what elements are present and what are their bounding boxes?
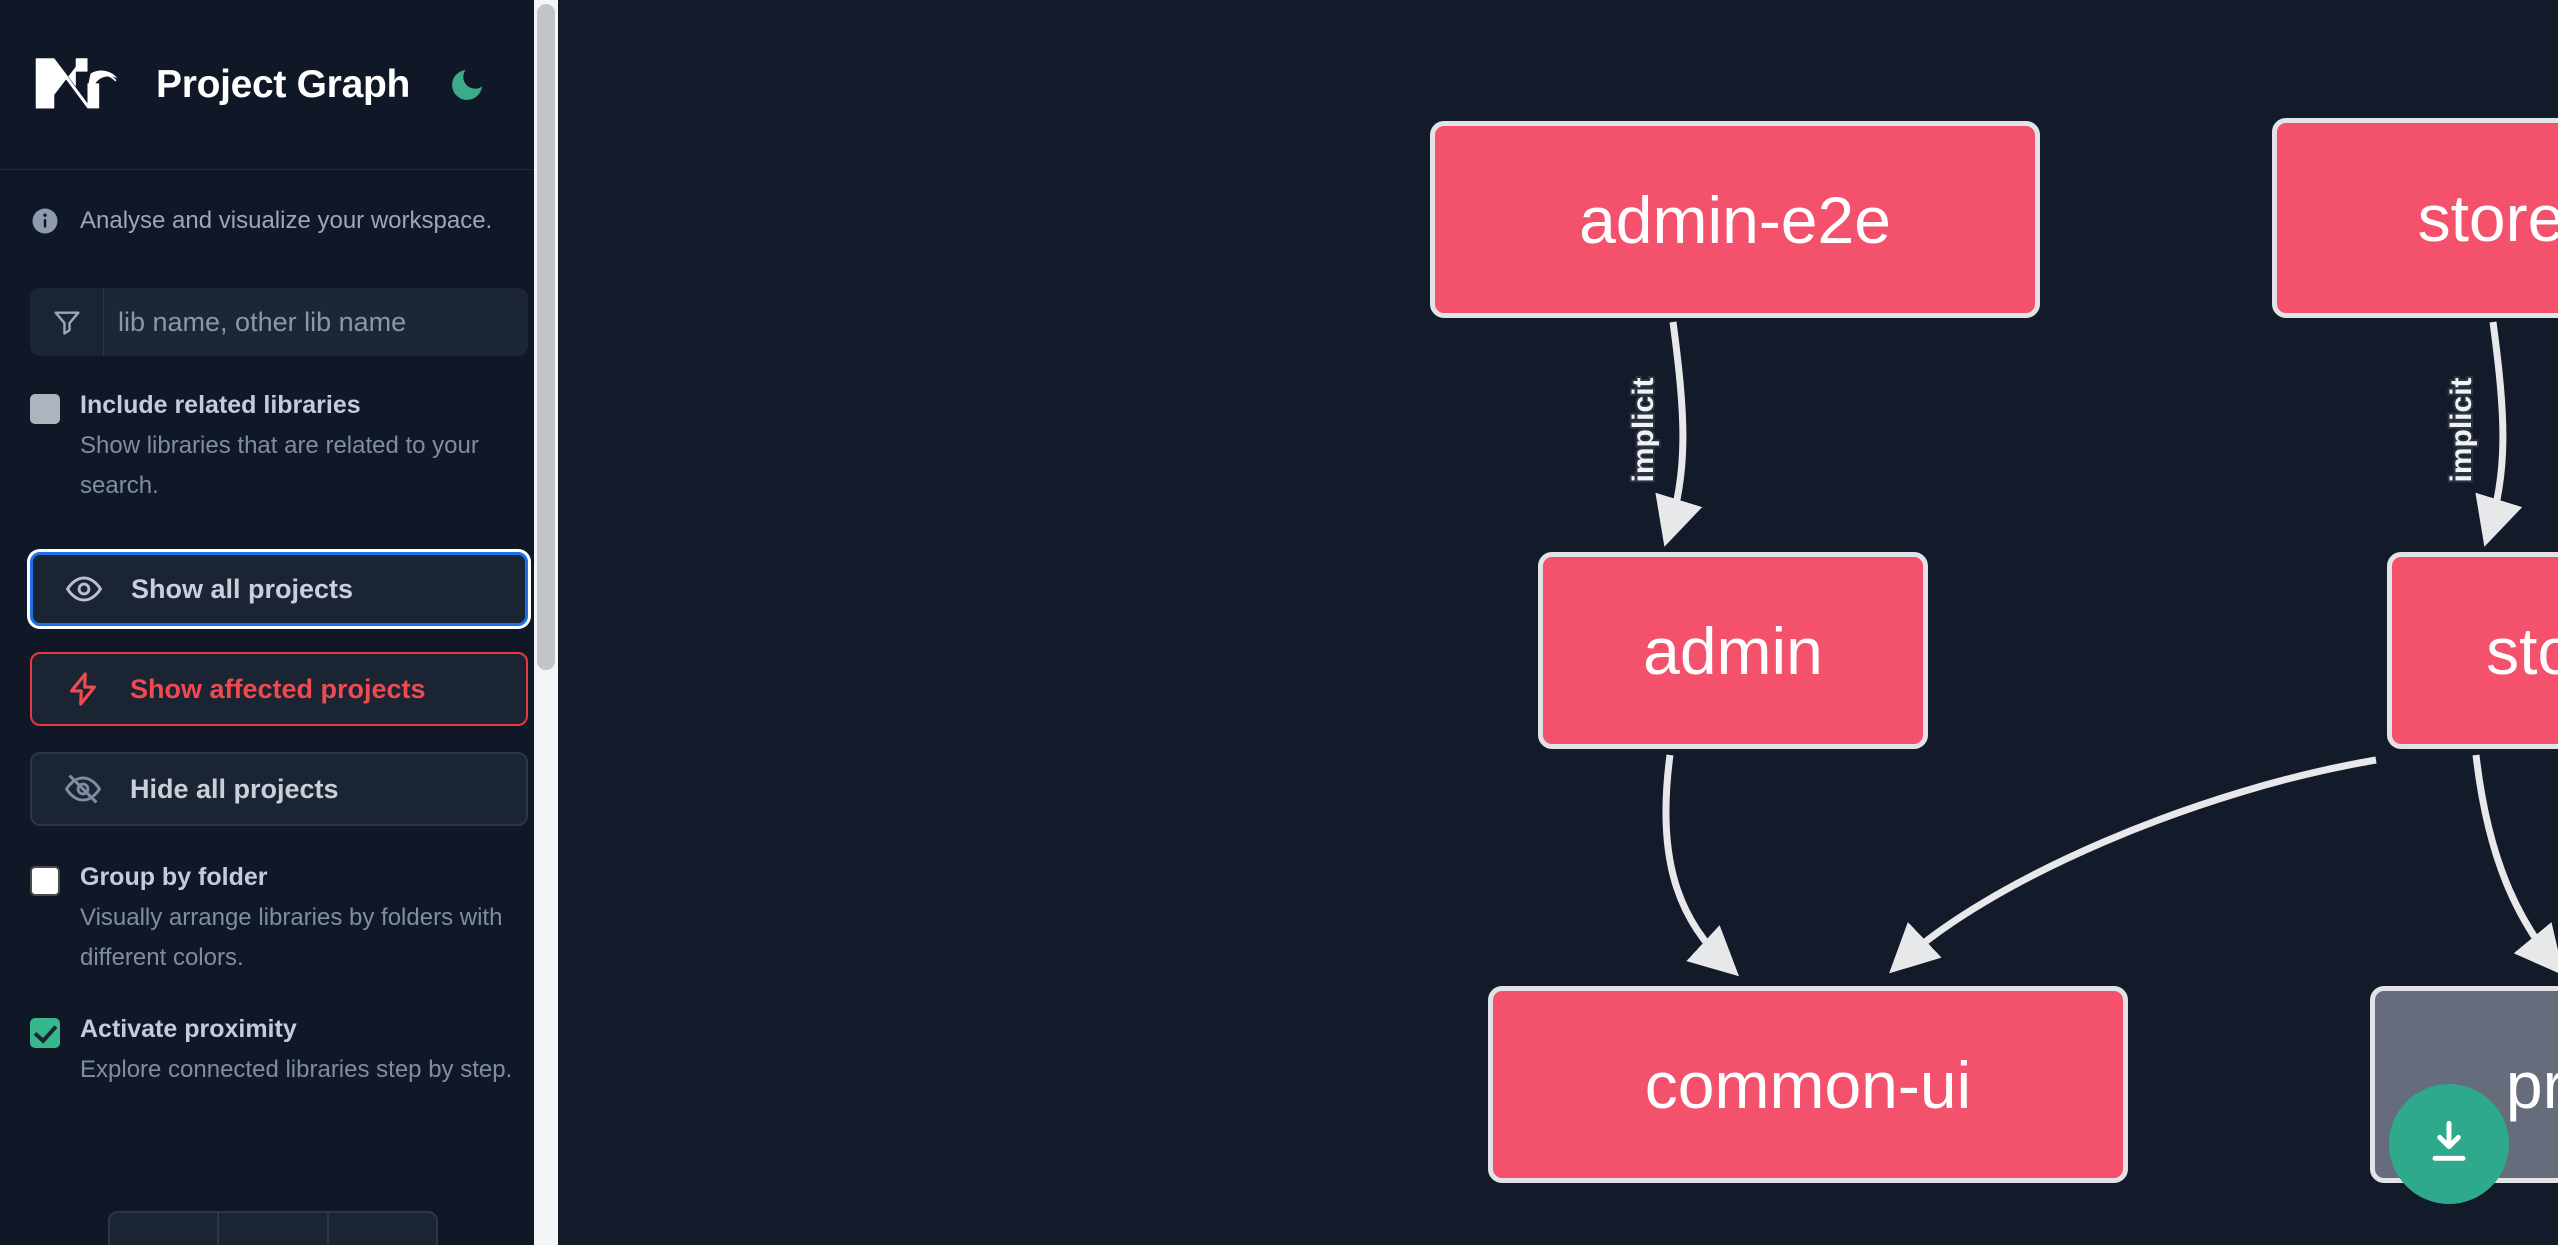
filter-field[interactable] (30, 288, 528, 356)
checkbox-activate-proximity[interactable]: Activate proximity Explore connected lib… (0, 1012, 558, 1090)
edge-admin-e2e-to-admin (1655, 321, 1703, 547)
show-all-projects-button[interactable]: Show all projects (30, 552, 528, 626)
filter-icon (30, 288, 104, 356)
edge-store-to-products (2472, 754, 2558, 976)
group-by-folder-description: Visually arrange libraries by folders wi… (80, 904, 503, 971)
include-related-libraries-description: Show libraries that are related to your … (80, 432, 479, 499)
activate-proximity-checkbox[interactable] (30, 1018, 60, 1048)
graph-node-admin-e2e[interactable]: admin-e2e (1430, 121, 2040, 318)
group-by-folder-checkbox[interactable] (30, 866, 60, 896)
graph-node-label: store (2486, 613, 2558, 688)
download-icon (2421, 1114, 2477, 1175)
info-icon (30, 206, 60, 236)
graph-node-label: products (2505, 1047, 2558, 1122)
edge-store-to-common-ui (1889, 756, 2377, 974)
sidebar-scrollbar-track[interactable] (534, 0, 558, 1245)
proximity-step-decrease[interactable] (110, 1213, 220, 1245)
graph-node-label: admin-e2e (1579, 182, 1891, 257)
activate-proximity-description: Explore connected libraries step by step… (80, 1056, 513, 1083)
edge-label-group: implicit implicit (1625, 375, 2480, 484)
search-input[interactable] (104, 288, 528, 356)
graph-node-store[interactable]: store (2387, 552, 2558, 749)
activate-proximity-label: Activate proximity (80, 1015, 297, 1043)
proximity-step-value (219, 1213, 329, 1245)
graph-node-label: admin (1643, 613, 1823, 688)
moon-icon[interactable] (444, 62, 490, 108)
edge-label-implicit-store: implicit (2445, 377, 2478, 482)
hide-all-projects-label: Hide all projects (130, 773, 339, 804)
visibility-button-group: Show all projects Show affected projects (30, 552, 528, 826)
sidebar-header: Project Graph (0, 0, 558, 170)
graph-node-admin[interactable]: admin (1538, 552, 1928, 749)
checkbox-group-by-folder[interactable]: Group by folder Visually arrange librari… (0, 860, 558, 978)
nx-logo-icon (34, 55, 126, 115)
proximity-stepper-control[interactable] (108, 1211, 438, 1245)
group-by-folder-label: Group by folder (80, 863, 268, 891)
proximity-step-increase[interactable] (329, 1213, 436, 1245)
graph-node-common-ui[interactable]: common-ui (1488, 986, 2128, 1183)
page-title: Project Graph (156, 62, 410, 106)
info-text: Analyse and visualize your workspace. (80, 207, 493, 234)
include-related-libraries-label: Include related libraries (80, 391, 361, 419)
info-banner: Analyse and visualize your workspace. (0, 170, 558, 236)
eye-icon (63, 568, 105, 610)
show-affected-projects-label: Show affected projects (130, 673, 426, 704)
sidebar-scrollbar-thumb[interactable] (537, 4, 555, 670)
graph-canvas[interactable]: implicit implicit admin-e2e store-e2e ad… (558, 0, 2558, 1245)
graph-edges: implicit implicit (1625, 321, 2558, 977)
graph-node-label: common-ui (1644, 1047, 1972, 1122)
graph-node-store-e2e[interactable]: store-e2e (2272, 118, 2558, 318)
edge-label-implicit-admin: implicit (1627, 377, 1660, 482)
sidebar: Project Graph Analyse and visualize your… (0, 0, 558, 1245)
show-all-projects-label: Show all projects (131, 573, 354, 604)
hide-all-projects-button[interactable]: Hide all projects (30, 752, 528, 826)
include-related-libraries-checkbox[interactable] (30, 394, 60, 424)
checkbox-include-related-libraries[interactable]: Include related libraries Show libraries… (0, 388, 558, 506)
lightning-icon (62, 668, 104, 710)
eye-off-icon (62, 768, 104, 810)
edge-store-e2e-to-store (2475, 321, 2523, 547)
download-button[interactable] (2389, 1084, 2509, 1204)
graph-node-label: store-e2e (2417, 181, 2558, 255)
show-affected-projects-button[interactable]: Show affected projects (30, 652, 528, 726)
edge-admin-to-common-ui (1662, 754, 1739, 977)
